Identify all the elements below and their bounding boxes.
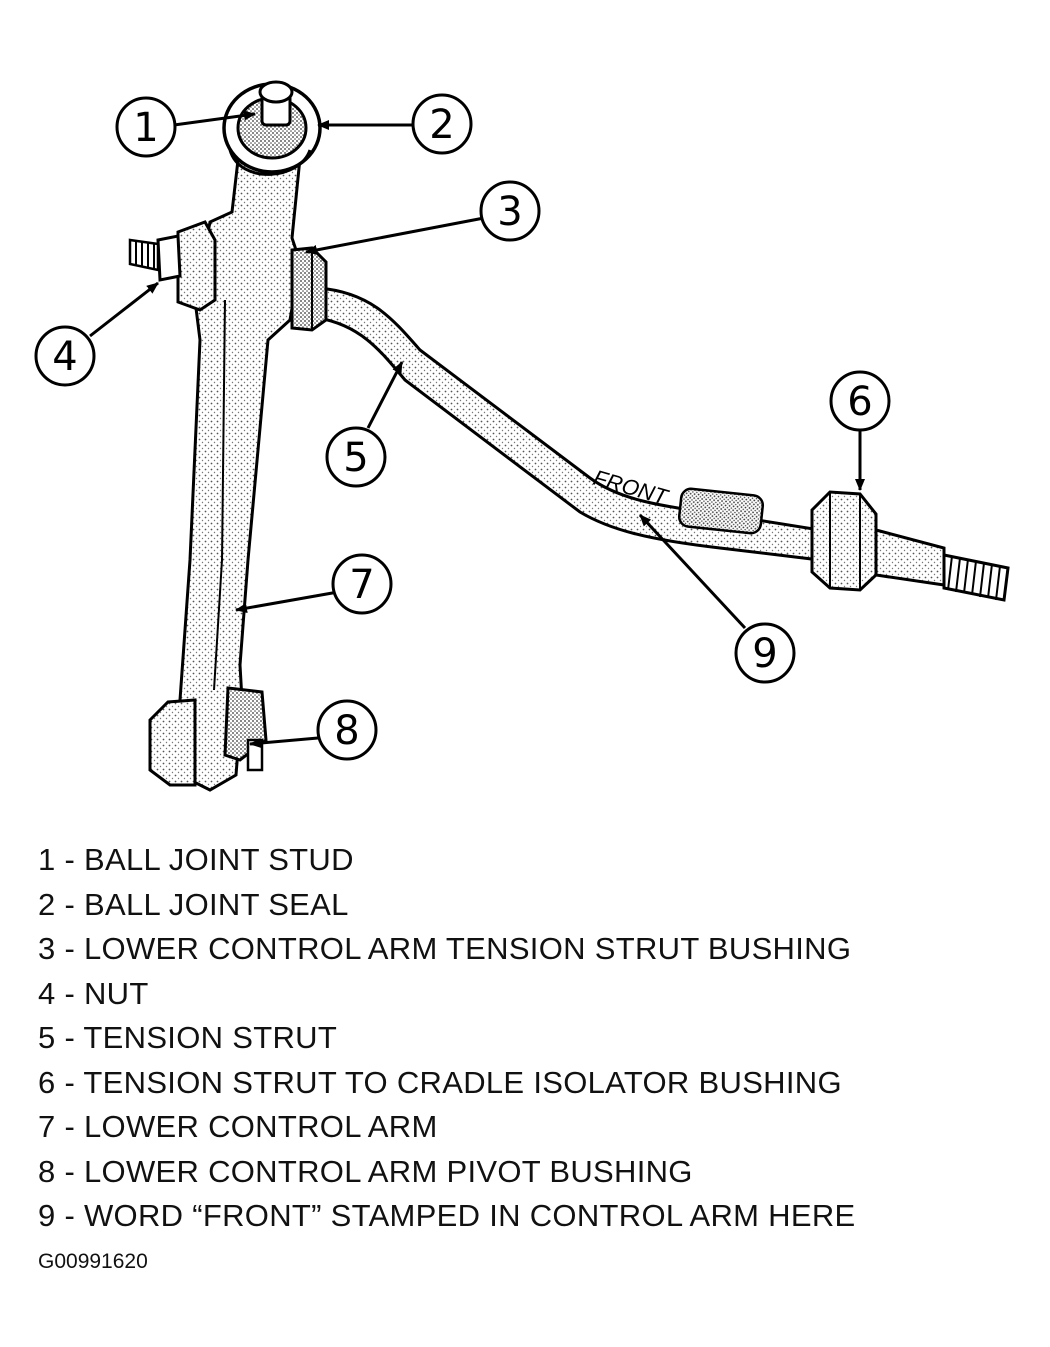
svg-text:6: 6: [847, 379, 872, 425]
legend-item: 8 - LOWER CONTROL ARM PIVOT BUSHING: [38, 1153, 693, 1189]
svg-text:5: 5: [343, 435, 368, 481]
legend-item: 2 - BALL JOINT SEAL: [38, 886, 349, 922]
control-arm-diagram: FRONT 1 2 3 4 5 6 7 8: [34, 80, 1010, 792]
callout-4: 4: [34, 325, 96, 387]
parts-legend: 1 - BALL JOINT STUD 2 - BALL JOINT SEAL …: [38, 838, 856, 1239]
callout-7: 7: [331, 553, 393, 615]
svg-text:4: 4: [52, 334, 77, 380]
leader-lines: [89, 110, 865, 749]
svg-text:1: 1: [133, 105, 158, 151]
nut-assembly: [128, 220, 217, 312]
figure-id: G00991620: [38, 1250, 148, 1273]
callout-5: 5: [325, 426, 387, 488]
legend-item: 5 - TENSION STRUT: [38, 1020, 338, 1055]
callout-6: 6: [829, 370, 891, 432]
legend-item: 1 - BALL JOINT STUD: [38, 842, 354, 877]
svg-text:3: 3: [497, 189, 522, 235]
callout-2: 2: [411, 93, 473, 155]
svg-text:2: 2: [429, 102, 454, 148]
callout-8: 8: [316, 699, 378, 761]
legend-item: 6 - TENSION STRUT TO CRADLE ISOLATOR BUS…: [38, 1064, 842, 1100]
tension-strut: [316, 286, 822, 562]
legend-item: 9 - WORD “FRONT” STAMPED IN CONTROL ARM …: [38, 1198, 856, 1233]
tension-strut-cradle-isolator-bushing: [810, 490, 1010, 602]
callout-9: 9: [734, 622, 796, 684]
callout-3: 3: [479, 180, 541, 242]
ball-joint-assembly: [222, 80, 322, 176]
tension-strut-bushing: [290, 246, 328, 332]
legend-item: 7 - LOWER CONTROL ARM: [38, 1109, 438, 1144]
legend-item: 3 - LOWER CONTROL ARM TENSION STRUT BUSH…: [38, 931, 852, 966]
svg-text:8: 8: [334, 708, 359, 754]
svg-text:7: 7: [349, 562, 374, 608]
legend-item: 4 - NUT: [38, 975, 149, 1011]
callout-1: 1: [115, 96, 177, 158]
svg-text:9: 9: [752, 631, 777, 677]
